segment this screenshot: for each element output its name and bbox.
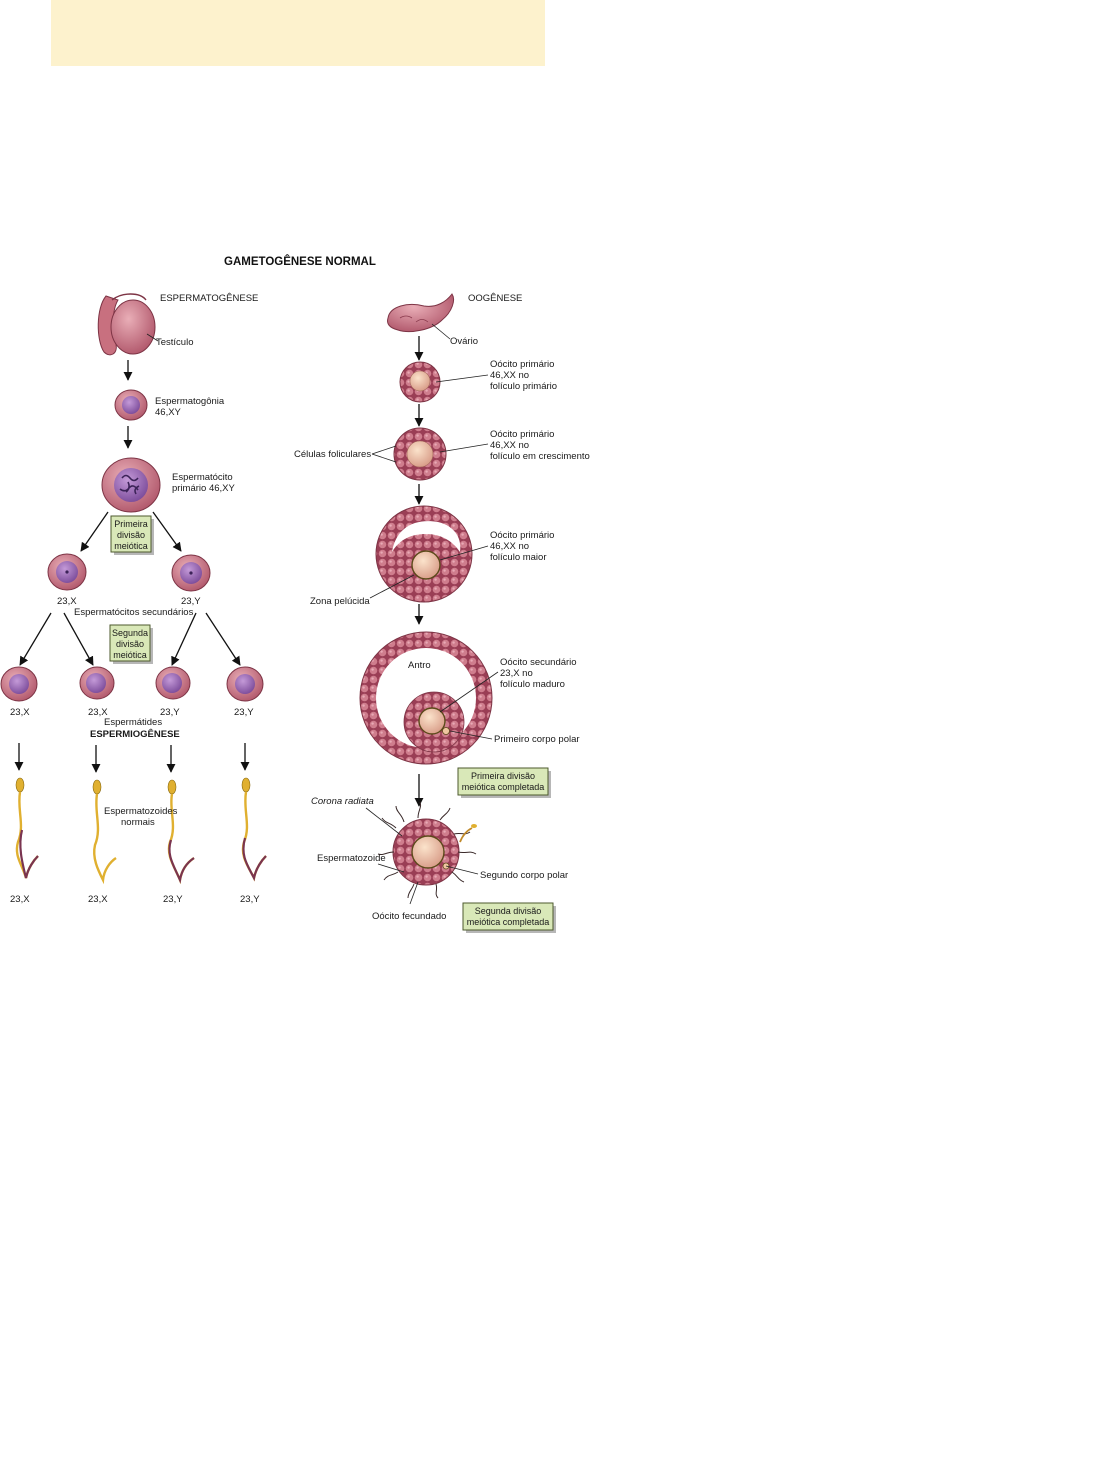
growing-follicle (393, 427, 447, 481)
svg-text:divisão: divisão (117, 530, 145, 540)
spermatid-2 (79, 666, 115, 700)
spermatogonia-cell (114, 389, 148, 421)
spermatogonia-karyotype: 46,XY (155, 407, 182, 418)
sperm-karyotype-1: 23,X (10, 894, 30, 905)
spermatid-karyotype-3: 23,Y (160, 707, 180, 718)
secondary-spermatocytes-label: Espermatócitos secundários (74, 607, 194, 618)
svg-text:Segunda: Segunda (112, 628, 148, 638)
ovary-illustration (387, 293, 455, 333)
sperm-2 (92, 779, 117, 885)
first-division-completed-box: Primeira divisão meiótica completada (457, 767, 551, 798)
secondary-spermatocyte-left (47, 553, 87, 591)
second-polar-body-label: Segundo corpo polar (480, 870, 568, 881)
primary-oocyte-1-label: Oócito primário (490, 359, 554, 370)
spermatids-label: Espermátides (104, 717, 162, 728)
secondary-left-karyotype: 23,X (57, 596, 77, 607)
normal-sperm-label-2: normais (121, 817, 155, 828)
sperm-4 (241, 777, 267, 882)
secondary-oocyte-label: Oócito secundário (500, 657, 577, 668)
spermiogenesis-heading: ESPERMIOGÊNESE (90, 728, 180, 740)
primary-oocyte-1-follicle: folículo primário (490, 381, 557, 392)
spermatid-karyotype-1: 23,X (10, 707, 30, 718)
testicle-label: Testículo (156, 337, 194, 348)
svg-text:Primeira divisão: Primeira divisão (471, 771, 535, 781)
primary-oocyte-3-label: Oócito primário (490, 530, 554, 541)
fertilized-oocyte (377, 801, 477, 899)
primary-oocyte-3-follicle: folículo maior (490, 552, 547, 563)
primary-oocyte-3-karyotype: 46,XX no (490, 541, 529, 552)
secondary-spermatocyte-right (171, 554, 211, 592)
second-division-completed-box: Segunda divisão meiótica completada (462, 902, 556, 933)
svg-text:meiótica completada: meiótica completada (467, 917, 550, 927)
svg-text:Primeira: Primeira (114, 519, 148, 529)
primary-oocyte-2-label: Oócito primário (490, 429, 554, 440)
secondary-oocyte-karyotype: 23,X no (500, 668, 533, 679)
primary-spermatocyte-cell (101, 457, 161, 513)
sperm-1 (15, 777, 39, 879)
spermatid-karyotype-2: 23,X (88, 707, 108, 718)
spermatid-4 (226, 666, 264, 702)
sperm-cell-label: Espermatozoide (317, 853, 386, 864)
first-polar-body-label: Primeiro corpo polar (494, 734, 580, 745)
zona-pellucida-label: Zona pelúcida (310, 596, 370, 607)
first-meiotic-division-box: Primeira divisão meiótica (110, 515, 154, 555)
svg-text:meiótica: meiótica (113, 650, 147, 660)
svg-text:divisão: divisão (116, 639, 144, 649)
svg-text:meiótica completada: meiótica completada (462, 782, 545, 792)
testicle-illustration (97, 293, 156, 356)
normal-sperm-label: Espermatozoides (104, 806, 178, 817)
spermatogenesis-heading: ESPERMATOGÊNESE (160, 293, 258, 304)
header-band (51, 0, 545, 66)
diagram-title: GAMETOGÊNESE NORMAL (224, 255, 376, 268)
sperm-karyotype-3: 23,Y (163, 894, 183, 905)
spermatid-karyotype-4: 23,Y (234, 707, 254, 718)
mature-follicle (359, 631, 493, 765)
sperm-karyotype-2: 23,X (88, 894, 108, 905)
ovary-label: Ovário (450, 336, 478, 347)
spermatid-1 (0, 666, 38, 702)
primary-oocyte-2-karyotype: 46,XX no (490, 440, 529, 451)
fertilized-oocyte-label: Oócito fecundado (372, 911, 446, 922)
primary-follicle (399, 361, 441, 403)
svg-text:Segunda divisão: Segunda divisão (475, 906, 542, 916)
corona-radiata-label: Corona radiata (311, 796, 374, 807)
primary-spermatocyte-karyotype: primário 46,XY (172, 483, 235, 494)
follicular-cells-label: Células foliculares (294, 449, 371, 460)
primary-spermatocyte-label: Espermatócito (172, 472, 233, 483)
sperm-karyotype-4: 23,Y (240, 894, 260, 905)
primary-oocyte-2-follicle: folículo em crescimento (490, 451, 590, 462)
svg-text:meiótica: meiótica (114, 541, 148, 551)
second-meiotic-division-box: Segunda divisão meiótica (109, 624, 153, 664)
sperm-3 (167, 779, 195, 885)
spermatid-3 (155, 666, 191, 700)
secondary-oocyte-follicle: folículo maduro (500, 679, 565, 690)
primary-oocyte-1-karyotype: 46,XX no (490, 370, 529, 381)
secondary-right-karyotype: 23,Y (181, 596, 201, 607)
antrum-label: Antro (408, 660, 431, 671)
larger-follicle (375, 505, 473, 603)
oogenesis-heading: OOGÊNESE (468, 293, 522, 304)
spermatogonia-label: Espermatogônia (155, 396, 225, 407)
